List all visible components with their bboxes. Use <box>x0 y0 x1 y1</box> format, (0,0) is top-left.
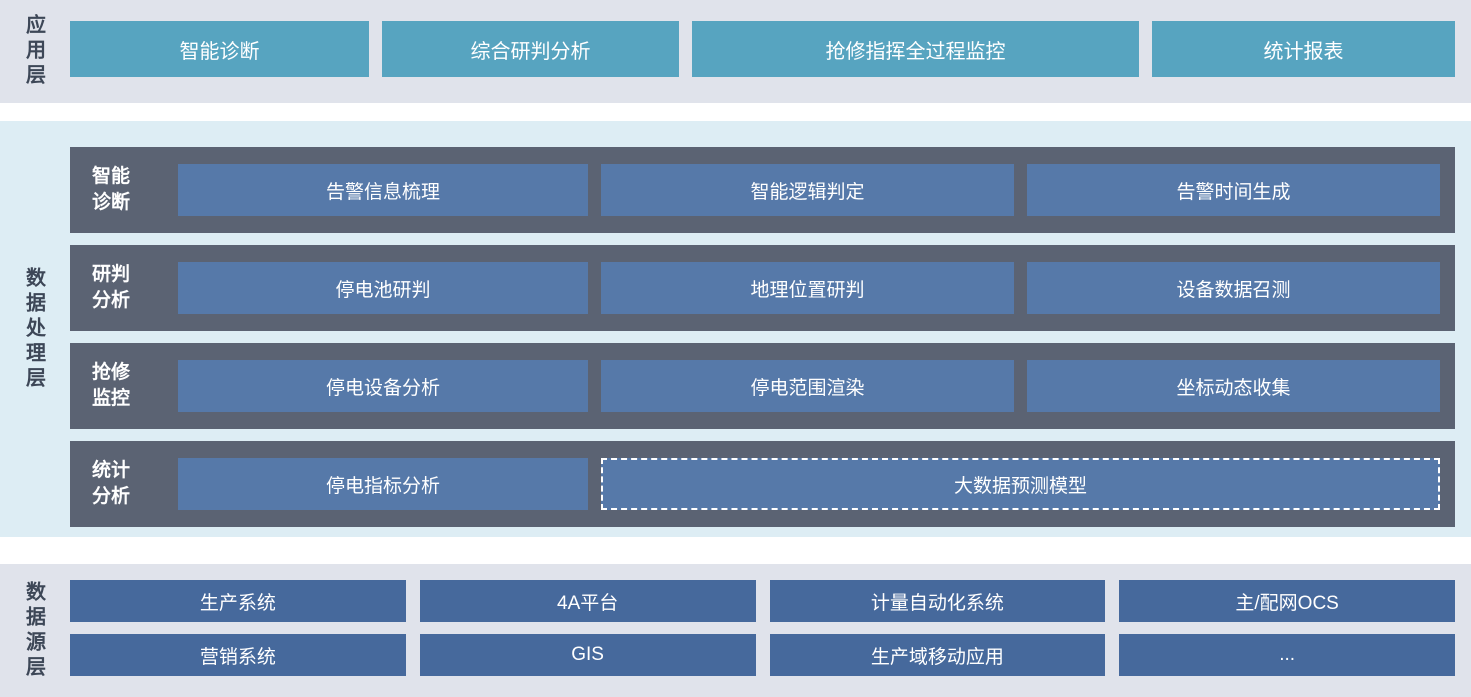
proc-row-intelligent-diagnosis: 智能诊断 告警信息梳理 智能逻辑判定 告警时间生成 <box>70 147 1455 233</box>
proc-block-outage-analysis: 停电池研判 <box>178 262 588 314</box>
data-processing-layer-label-text: 数据处理层 <box>22 266 45 392</box>
application-layer-band: 应用层 智能诊断 综合研判分析 抢修指挥全过程监控 统计报表 <box>0 0 1471 103</box>
proc-block-alarm-time-generation: 告警时间生成 <box>1027 164 1440 216</box>
proc-row-label: 抢修监控 <box>70 343 178 429</box>
proc-block-outage-indicator-analysis: 停电指标分析 <box>178 458 588 510</box>
proc-block-device-data-polling: 设备数据召测 <box>1027 262 1440 314</box>
application-layer-label: 应用层 <box>0 0 68 103</box>
proc-row-statistical-analysis: 统计分析 停电指标分析 大数据预测模型 <box>70 441 1455 527</box>
proc-row-label-text: 智能诊断 <box>92 166 131 213</box>
source-block-ellipsis: ... <box>1119 634 1455 676</box>
data-source-layer-band: 数据源层 生产系统 4A平台 计量自动化系统 主/配网OCS 营销系统 GIS … <box>0 564 1471 697</box>
proc-block-outage-equipment-analysis: 停电设备分析 <box>178 360 588 412</box>
proc-block-alarm-info-sorting: 告警信息梳理 <box>178 164 588 216</box>
data-processing-layer-label: 数据处理层 <box>0 121 68 537</box>
proc-row-label-text: 研判分析 <box>92 264 131 311</box>
proc-row-repair-monitoring: 抢修监控 停电设备分析 停电范围渲染 坐标动态收集 <box>70 343 1455 429</box>
proc-row-label-text: 抢修监控 <box>92 362 131 409</box>
proc-block-big-data-prediction-model: 大数据预测模型 <box>601 458 1440 510</box>
band-divider <box>0 103 1471 121</box>
proc-block-intelligent-logic-judgment: 智能逻辑判定 <box>601 164 1014 216</box>
proc-row-blocks: 停电设备分析 停电范围渲染 坐标动态收集 <box>178 343 1455 429</box>
proc-row-blocks: 停电池研判 地理位置研判 设备数据召测 <box>178 245 1455 331</box>
source-block-production-mobile-app: 生产域移动应用 <box>769 634 1106 676</box>
app-block-intelligent-diagnosis: 智能诊断 <box>70 21 369 77</box>
data-source-rows: 生产系统 4A平台 计量自动化系统 主/配网OCS 营销系统 GIS 生产域移动… <box>70 564 1455 676</box>
app-block-repair-command-monitoring: 抢修指挥全过程监控 <box>692 21 1139 77</box>
band-divider <box>0 537 1471 564</box>
data-source-layer-label-text: 数据源层 <box>22 580 45 681</box>
source-block-main-distribution-ocs: 主/配网OCS <box>1119 580 1455 622</box>
app-block-statistical-reports: 统计报表 <box>1152 21 1455 77</box>
proc-block-outage-range-rendering: 停电范围渲染 <box>601 360 1014 412</box>
data-processing-layer-band: 数据处理层 智能诊断 告警信息梳理 智能逻辑判定 告警时间生成 研判分析 停电池… <box>0 121 1471 537</box>
source-block-4a-platform: 4A平台 <box>419 580 756 622</box>
data-processing-rows: 智能诊断 告警信息梳理 智能逻辑判定 告警时间生成 研判分析 停电池研判 地理位… <box>70 121 1455 527</box>
proc-block-coordinate-dynamic-collection: 坐标动态收集 <box>1027 360 1440 412</box>
application-layer-blocks: 智能诊断 综合研判分析 抢修指挥全过程监控 统计报表 <box>70 0 1455 77</box>
source-block-production-system: 生产系统 <box>70 580 406 622</box>
application-layer-label-text: 应用层 <box>22 14 45 89</box>
proc-row-label: 智能诊断 <box>70 147 178 233</box>
proc-row-label: 研判分析 <box>70 245 178 331</box>
proc-row-blocks: 告警信息梳理 智能逻辑判定 告警时间生成 <box>178 147 1455 233</box>
source-block-gis: GIS <box>419 634 756 676</box>
proc-row-analysis: 研判分析 停电池研判 地理位置研判 设备数据召测 <box>70 245 1455 331</box>
proc-block-geo-location-analysis: 地理位置研判 <box>601 262 1014 314</box>
source-row: 营销系统 GIS 生产域移动应用 ... <box>70 634 1455 676</box>
proc-row-blocks: 停电指标分析 大数据预测模型 <box>178 441 1455 527</box>
data-source-layer-label: 数据源层 <box>0 564 68 697</box>
proc-row-label-text: 统计分析 <box>92 460 131 507</box>
proc-row-label: 统计分析 <box>70 441 178 527</box>
app-block-comprehensive-analysis: 综合研判分析 <box>382 21 679 77</box>
source-row: 生产系统 4A平台 计量自动化系统 主/配网OCS <box>70 580 1455 622</box>
source-block-marketing-system: 营销系统 <box>70 634 406 676</box>
source-block-metering-automation-system: 计量自动化系统 <box>769 580 1106 622</box>
